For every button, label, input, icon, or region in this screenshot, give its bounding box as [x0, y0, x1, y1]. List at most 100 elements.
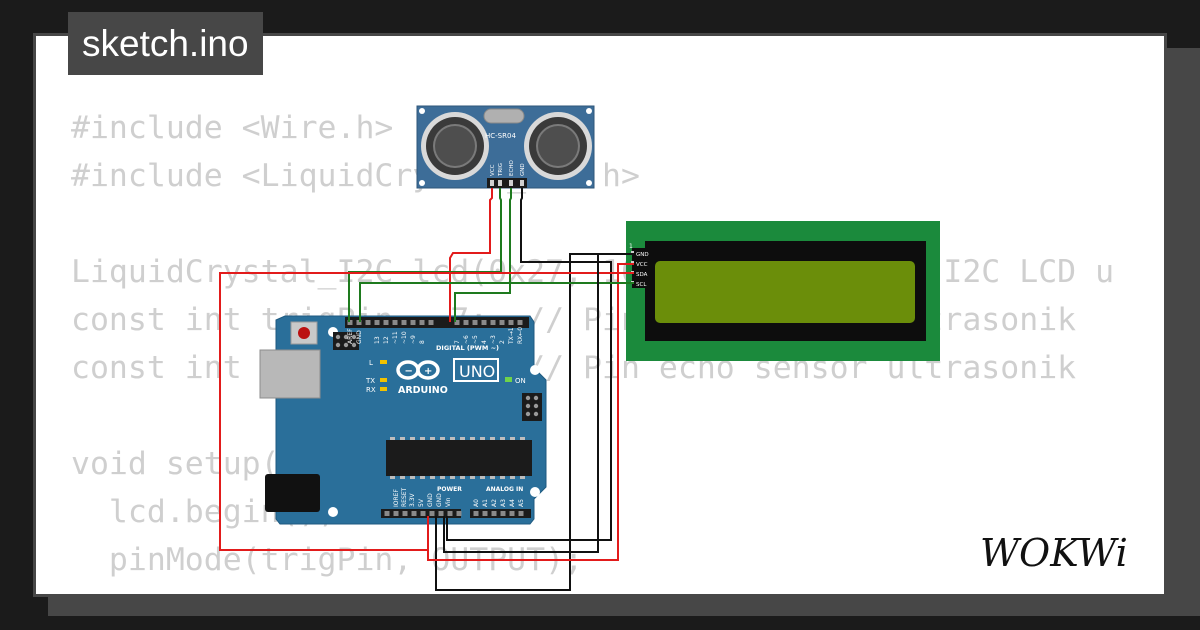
led-tx-icon	[380, 378, 387, 382]
sensor-pin[interactable]	[509, 180, 513, 186]
lcd-pin-dot[interactable]	[631, 251, 634, 254]
wire-lcd-sda[interactable]	[219, 272, 634, 551]
chip-pin	[400, 476, 405, 479]
dc-power-jack	[265, 474, 320, 512]
digital-pin-hole[interactable]	[374, 320, 380, 325]
analog-pin-label: A0	[473, 499, 480, 507]
wire-lcd-gnd[interactable]	[435, 253, 634, 591]
svg-text:−: −	[405, 366, 413, 377]
wire-trig-pin7[interactable]	[348, 188, 502, 322]
digital-pin-hole[interactable]	[454, 320, 460, 325]
digital-pin-hole[interactable]	[365, 320, 371, 325]
mounting-hole-icon	[530, 487, 540, 497]
analog-pin-label: A1	[482, 499, 489, 507]
analog-pin-hole[interactable]	[491, 511, 497, 516]
icsp-pins	[335, 334, 357, 348]
digital-pin-hole[interactable]	[490, 320, 496, 325]
reset-button-cap	[298, 327, 310, 339]
wires	[219, 188, 634, 591]
sensor-pin[interactable]	[498, 180, 502, 186]
wire-lcd-scl[interactable]	[359, 282, 634, 322]
chip-pin	[510, 476, 515, 479]
digital-pin-hole[interactable]	[383, 320, 389, 325]
chip-pin	[390, 437, 395, 440]
digital-pin-hole[interactable]	[481, 320, 487, 325]
power-pin-hole[interactable]	[384, 511, 390, 516]
sensor-pin[interactable]	[520, 180, 524, 186]
chip-pin	[430, 476, 435, 479]
bottom-pin-holes	[384, 511, 524, 516]
digital-pin-hole[interactable]	[517, 320, 523, 325]
sensor-pin-label: GND	[520, 163, 526, 176]
digital-label: DIGITAL (PWM ~)	[436, 344, 499, 352]
chip-pin	[420, 476, 425, 479]
led-label-rx: RX	[366, 386, 376, 394]
digital-pin-hole[interactable]	[472, 320, 478, 325]
lcd-screen	[655, 261, 915, 323]
power-pin-hole[interactable]	[429, 511, 435, 516]
digital-pin-hole[interactable]	[356, 320, 362, 325]
sensor-pin[interactable]	[490, 180, 494, 186]
icsp-pin	[533, 395, 539, 401]
digital-pin-label: 12	[383, 336, 390, 344]
digital-pin-hole[interactable]	[347, 320, 353, 325]
digital-pin-hole[interactable]	[401, 320, 407, 325]
chip-pin	[480, 437, 485, 440]
icsp-pin	[335, 342, 341, 348]
icsp-pin	[525, 403, 531, 409]
power-pin-hole[interactable]	[402, 511, 408, 516]
icsp-pin	[525, 411, 531, 417]
sensor-crystal	[483, 108, 525, 124]
power-pin-hole[interactable]	[393, 511, 399, 516]
power-pin-hole[interactable]	[411, 511, 417, 516]
digital-pin-hole[interactable]	[508, 320, 514, 325]
analog-pin-hole[interactable]	[482, 511, 488, 516]
chip-pin	[490, 437, 495, 440]
on-label: ON	[515, 377, 526, 385]
led-label-tx: TX	[365, 377, 375, 385]
analog-pin-hole[interactable]	[518, 511, 524, 516]
digital-pin-label: RX←0	[517, 327, 524, 344]
digital-pin-hole[interactable]	[428, 320, 434, 325]
analog-pin-hole[interactable]	[509, 511, 515, 516]
analog-pin-hole[interactable]	[500, 511, 506, 516]
analog-pin-label: A3	[500, 499, 507, 507]
power-pin-hole[interactable]	[456, 511, 462, 516]
arduino-brand-label: ARDUINO	[398, 385, 448, 396]
power-pin-hole[interactable]	[447, 511, 453, 516]
wire-echo-pin6[interactable]	[454, 188, 512, 322]
wire-sensor-gnd[interactable]	[446, 188, 612, 541]
digital-pin-hole[interactable]	[392, 320, 398, 325]
icsp-pin	[525, 395, 531, 401]
wire-ground-bus[interactable]	[443, 253, 599, 553]
digital-pin-hole[interactable]	[463, 320, 469, 325]
icsp-pin	[533, 403, 539, 409]
digital-pin-label: GND	[356, 330, 363, 344]
chip-pin	[410, 437, 415, 440]
power-pin-label: GND	[427, 493, 434, 507]
chip-pin	[510, 437, 515, 440]
icsp-pin	[351, 342, 357, 348]
digital-pin-label: ~11	[392, 331, 399, 344]
lcd-pin-dot[interactable]	[631, 261, 634, 264]
wire-lcd-vcc[interactable]	[427, 263, 634, 561]
digital-pin-hole[interactable]	[410, 320, 416, 325]
usb-port	[259, 349, 321, 399]
analog-pin-hole[interactable]	[473, 511, 479, 516]
digital-pin-hole[interactable]	[499, 320, 505, 325]
led-label-l: L	[369, 359, 373, 367]
digital-pin-label: ~3	[490, 335, 497, 344]
digital-pin-hole[interactable]	[419, 320, 425, 325]
chip-pin	[450, 437, 455, 440]
power-pin-hole[interactable]	[438, 511, 444, 516]
wire-vcc-5v[interactable]	[449, 188, 493, 322]
lcd-module[interactable]: 1 GND VCC SDA SCL	[626, 221, 940, 361]
analog-label: ANALOG IN	[486, 486, 523, 493]
power-led-icon	[505, 377, 512, 382]
digital-pin-label: ~9	[410, 335, 417, 344]
power-pin-hole[interactable]	[420, 511, 426, 516]
